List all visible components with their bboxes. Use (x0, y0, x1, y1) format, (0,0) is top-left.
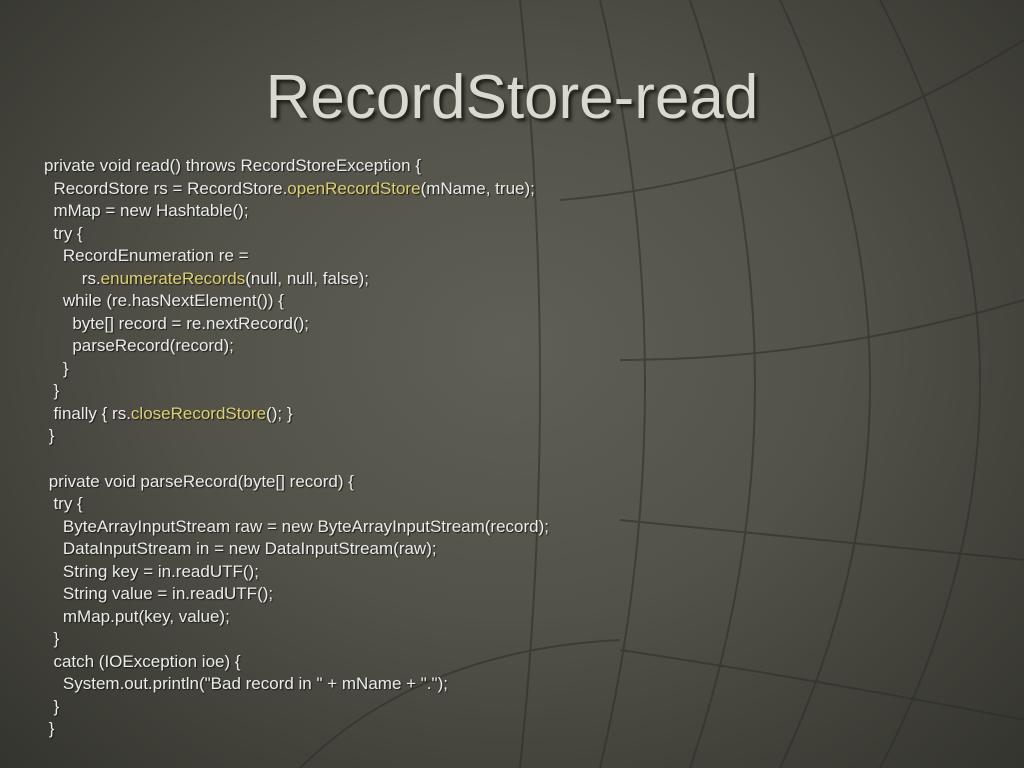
code-text: RecordStore rs = RecordStore. (44, 178, 288, 198)
code-text: } (44, 696, 60, 716)
code-line: try { (44, 223, 1004, 246)
code-text: String key = in.readUTF(); (44, 561, 259, 581)
code-line: } (44, 718, 1004, 741)
code-text: } (44, 629, 60, 648)
slide-title: RecordStore-read (265, 63, 759, 132)
code-text: } (44, 358, 69, 378)
code-line: ByteArrayInputStream raw = new ByteArray… (44, 516, 1004, 539)
code-line: String key = in.readUTF(); (44, 561, 1004, 584)
code-text: (mName, true); (420, 178, 535, 198)
code-text: ByteArrayInputStream raw = new ByteArray… (44, 516, 549, 536)
code-text: System.out.println("Bad record in " + mN… (44, 674, 448, 693)
code-text: RecordEnumeration re = (44, 246, 249, 265)
code-method-highlight: enumerateRecords (100, 268, 246, 288)
code-line: DataInputStream in = new DataInputStream… (44, 538, 1004, 561)
code-method-highlight: openRecordStore (287, 178, 421, 198)
code-blank-line (44, 448, 1004, 471)
code-line: System.out.println("Bad record in " + mN… (44, 673, 1004, 696)
code-text: while (re.hasNextElement()) { (44, 291, 284, 310)
code-line: } (44, 425, 1004, 448)
code-line: String value = in.readUTF(); (44, 583, 1004, 606)
code-text: } (44, 426, 55, 445)
code-text: private void parseRecord(byte[] record) … (44, 471, 354, 491)
code-text: } (44, 381, 60, 400)
code-method-highlight: closeRecordStore (130, 403, 267, 423)
code-block: private void read() throws RecordStoreEx… (44, 155, 1004, 741)
code-text: } (44, 719, 55, 738)
code-text: mMap.put(key, value); (44, 606, 230, 626)
code-text: catch (IOException ioe) { (44, 651, 241, 671)
code-text: parseRecord(record); (44, 336, 234, 355)
code-text: try { (44, 494, 83, 513)
code-line: byte[] record = re.nextRecord(); (44, 313, 1004, 336)
code-line: try { (44, 493, 1004, 516)
code-line: catch (IOException ioe) { (44, 651, 1004, 674)
code-line: parseRecord(record); (44, 335, 1004, 358)
code-line: private void parseRecord(byte[] record) … (44, 471, 1004, 494)
code-line: } (44, 628, 1004, 651)
code-line: RecordEnumeration re = (44, 245, 1004, 268)
code-line: } (44, 358, 1004, 381)
code-text: DataInputStream in = new DataInputStream… (44, 539, 437, 558)
code-text: (); } (266, 403, 293, 423)
code-line: while (re.hasNextElement()) { (44, 290, 1004, 313)
code-text: mMap = new Hashtable(); (44, 201, 249, 220)
code-line: private void read() throws RecordStoreEx… (44, 155, 1004, 178)
code-line: } (44, 696, 1004, 719)
code-text: (null, null, false); (245, 268, 370, 288)
code-line: mMap.put(key, value); (44, 606, 1004, 629)
code-line: RecordStore rs = RecordStore.openRecordS… (44, 178, 1004, 201)
code-text: rs. (44, 268, 101, 288)
code-text: String value = in.readUTF(); (44, 584, 274, 603)
code-text: byte[] record = re.nextRecord(); (44, 313, 310, 333)
code-line: finally { rs.closeRecordStore(); } (44, 403, 1004, 426)
code-text: finally { rs. (44, 403, 131, 423)
code-text: private void read() throws RecordStoreEx… (44, 156, 422, 175)
code-text: try { (44, 223, 83, 243)
code-line: } (44, 380, 1004, 403)
code-line: rs.enumerateRecords(null, null, false); (44, 268, 1004, 291)
code-line: mMap = new Hashtable(); (44, 200, 1004, 223)
